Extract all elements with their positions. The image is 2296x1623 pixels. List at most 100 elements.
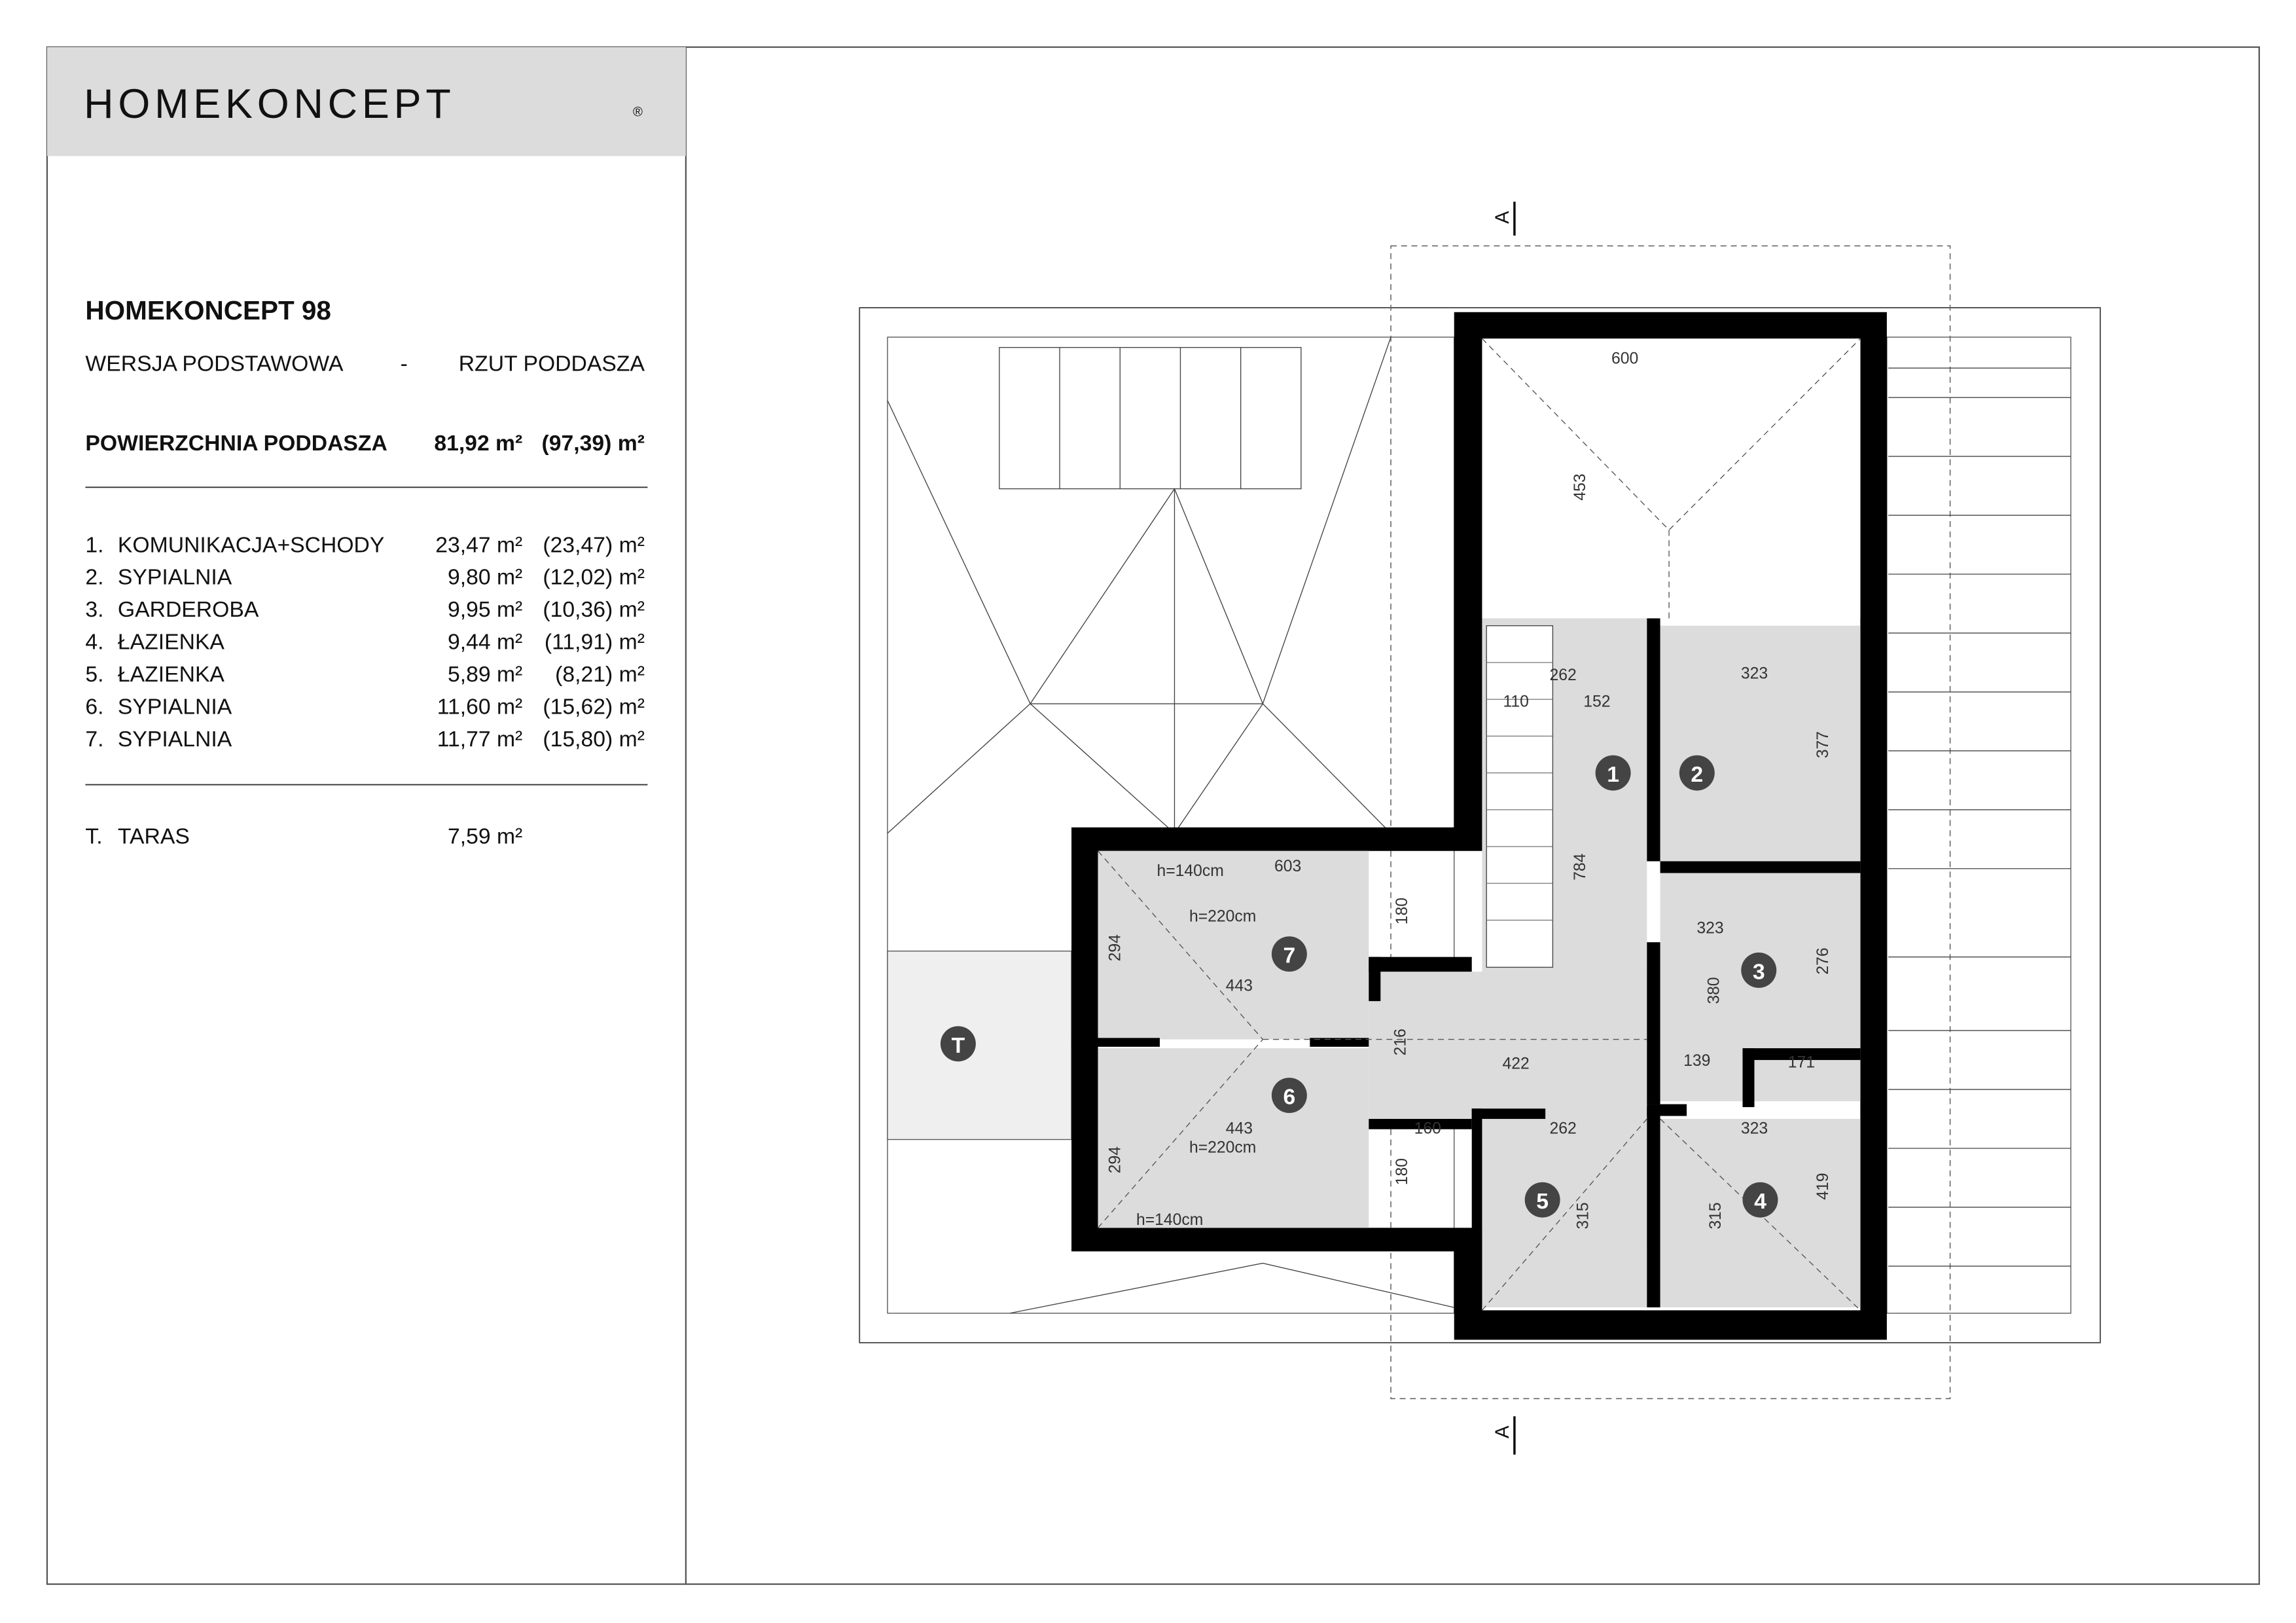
- svg-text:T.: T.: [85, 824, 102, 849]
- svg-text:603: 603: [1274, 858, 1301, 875]
- svg-text:180: 180: [1393, 1158, 1411, 1185]
- svg-text:SYPIALNIA: SYPIALNIA: [118, 565, 232, 590]
- dimension-labels: 600 453 262 152 110 323 377 784 323 276 …: [1106, 350, 1832, 1229]
- svg-text:KOMUNIKACJA+SCHODY: KOMUNIKACJA+SCHODY: [118, 532, 385, 557]
- view-label: RZUT PODDASZA: [459, 352, 645, 376]
- svg-text:294: 294: [1106, 1146, 1124, 1173]
- room-marker-7: 7: [1271, 936, 1307, 972]
- roof-battens: [1888, 397, 2071, 1267]
- svg-text:7.: 7.: [85, 727, 103, 752]
- svg-text:4.: 4.: [85, 630, 103, 655]
- area-total: (97,39) m²: [542, 431, 645, 456]
- svg-text:4: 4: [1754, 1189, 1767, 1214]
- svg-text:9,95 m²: 9,95 m²: [448, 597, 522, 622]
- svg-text:(12,02) m²: (12,02) m²: [543, 565, 645, 590]
- svg-text:6.: 6.: [85, 695, 103, 720]
- svg-text:315: 315: [1574, 1202, 1592, 1229]
- version-label: WERSJA PODSTAWOWA: [85, 352, 344, 376]
- svg-text:3.: 3.: [85, 597, 103, 622]
- svg-text:SYPIALNIA: SYPIALNIA: [118, 727, 232, 752]
- area-label: POWIERZCHNIA PODDASZA: [85, 431, 387, 456]
- svg-text:7,59 m²: 7,59 m²: [448, 824, 522, 849]
- svg-text:160: 160: [1414, 1120, 1441, 1138]
- svg-text:323: 323: [1741, 665, 1768, 683]
- svg-text:(23,47) m²: (23,47) m²: [543, 532, 645, 557]
- room-marker-5: 5: [1524, 1182, 1560, 1218]
- svg-text:600: 600: [1611, 350, 1638, 367]
- svg-text:(15,62) m²: (15,62) m²: [543, 695, 645, 720]
- roof-dashed-outline: [1390, 245, 1951, 1400]
- svg-text:216: 216: [1392, 1029, 1410, 1055]
- svg-text:110: 110: [1503, 693, 1528, 710]
- svg-text:5: 5: [1536, 1189, 1549, 1214]
- room-row: 5. ŁAZIENKA 5,89 m² (8,21) m²: [85, 662, 645, 687]
- room-7: [1098, 850, 1369, 1040]
- svg-text:(8,21) m²: (8,21) m²: [555, 662, 645, 687]
- svg-text:11,60 m²: 11,60 m²: [437, 695, 523, 720]
- svg-text:2: 2: [1691, 762, 1703, 787]
- section-marker-bottom: A: [1492, 1425, 1513, 1438]
- svg-text:377: 377: [1814, 731, 1832, 758]
- svg-text:h=140cm: h=140cm: [1157, 862, 1223, 880]
- svg-text:6: 6: [1283, 1085, 1295, 1110]
- room-marker-3: 3: [1741, 952, 1777, 988]
- svg-text:323: 323: [1741, 1120, 1768, 1138]
- room-6: [1098, 1048, 1369, 1228]
- section-marker-top: A: [1492, 211, 1513, 224]
- svg-text:422: 422: [1503, 1055, 1530, 1073]
- room-5: [1482, 1119, 1647, 1307]
- project-title: HOMEKONCEPT 98: [85, 295, 331, 325]
- logo: HOMEKONCEPT: [84, 81, 455, 127]
- terrace-row: T. TARAS 7,59 m²: [85, 824, 522, 849]
- svg-text:ŁAZIENKA: ŁAZIENKA: [118, 662, 225, 687]
- svg-text:294: 294: [1106, 934, 1124, 961]
- svg-text:443: 443: [1226, 1120, 1253, 1138]
- svg-text:9,80 m²: 9,80 m²: [448, 565, 522, 590]
- svg-text:TARAS: TARAS: [118, 824, 190, 849]
- room-2: [1660, 625, 1861, 862]
- svg-text:1: 1: [1607, 762, 1619, 787]
- svg-text:h=220cm: h=220cm: [1189, 1139, 1256, 1157]
- svg-text:(15,80) m²: (15,80) m²: [543, 727, 645, 752]
- svg-text:262: 262: [1550, 666, 1577, 684]
- terrace: [887, 951, 1072, 1140]
- svg-text:ŁAZIENKA: ŁAZIENKA: [118, 630, 225, 655]
- svg-text:9,44 m²: 9,44 m²: [448, 630, 522, 655]
- svg-text:276: 276: [1814, 947, 1832, 974]
- svg-text:7: 7: [1283, 943, 1295, 968]
- area-value: 81,92 m²: [434, 431, 522, 456]
- room-list: 1. KOMUNIKACJA+SCHODY 23,47 m² (23,47) m² 2…: [85, 532, 645, 752]
- svg-text:5.: 5.: [85, 662, 103, 687]
- sheet-frame: [46, 46, 2260, 1585]
- svg-text:5,89 m²: 5,89 m²: [448, 662, 522, 687]
- svg-text:(10,36) m²: (10,36) m²: [543, 597, 645, 622]
- svg-text:262: 262: [1550, 1120, 1577, 1138]
- svg-text:1.: 1.: [85, 532, 103, 557]
- room-marker-4: 4: [1742, 1182, 1778, 1218]
- svg-text:380: 380: [1706, 977, 1723, 1004]
- svg-text:180: 180: [1393, 898, 1411, 924]
- svg-text:GARDEROBA: GARDEROBA: [118, 597, 259, 622]
- svg-text:3: 3: [1753, 959, 1765, 984]
- svg-text:443: 443: [1226, 977, 1253, 994]
- svg-text:171: 171: [1788, 1053, 1815, 1071]
- svg-text:h=220cm: h=220cm: [1189, 908, 1256, 926]
- svg-text:453: 453: [1571, 473, 1589, 500]
- room-marker-1: 1: [1595, 755, 1631, 791]
- roof-outline: [859, 307, 2101, 1343]
- room-marker-6: 6: [1271, 1078, 1307, 1114]
- svg-text:23,47 m²: 23,47 m²: [435, 532, 522, 557]
- svg-text:315: 315: [1707, 1202, 1725, 1229]
- exterior-walls: [1071, 312, 1887, 1340]
- logo-band: [46, 46, 686, 156]
- svg-text:139: 139: [1683, 1052, 1710, 1070]
- svg-text:11,77 m²: 11,77 m²: [437, 727, 523, 752]
- svg-text:152: 152: [1583, 693, 1610, 710]
- svg-text:419: 419: [1814, 1173, 1832, 1199]
- svg-text:784: 784: [1571, 853, 1589, 880]
- svg-text:SYPIALNIA: SYPIALNIA: [118, 695, 232, 720]
- room-row: 1. KOMUNIKACJA+SCHODY 23,47 m² (23,47) m²: [85, 532, 645, 557]
